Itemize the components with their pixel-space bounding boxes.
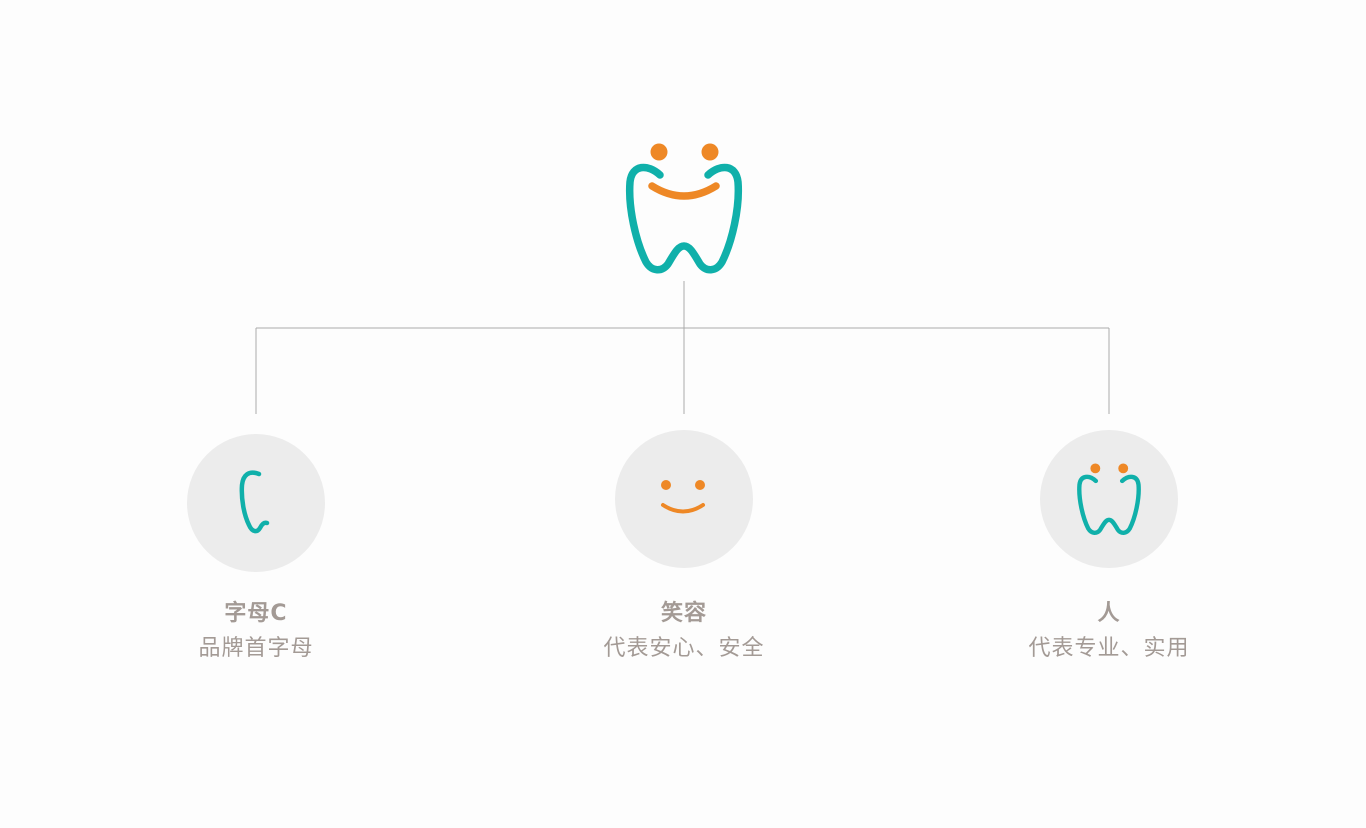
smile-icon [661, 480, 705, 514]
item-title: 字母C [224, 601, 288, 626]
tooth-people-circle [1040, 430, 1178, 568]
item-description: 代表安心、安全 [603, 636, 765, 661]
item-title: 人 [1097, 601, 1121, 626]
letter-c-icon [239, 470, 270, 534]
smile-circle [615, 430, 753, 568]
tooth-smile-logo-icon [625, 143, 743, 274]
item-description: 品牌首字母 [198, 636, 314, 661]
item-description: 代表专业、实用 [1028, 636, 1190, 661]
item-label-people: 人 代表专业、实用 [979, 600, 1239, 664]
letter-c-circle [187, 434, 325, 572]
tooth-people-icon [1077, 463, 1141, 535]
item-label-smile: 笑容 代表安心、安全 [554, 600, 814, 664]
item-title: 笑容 [660, 601, 707, 626]
item-label-letter-c: 字母C 品牌首字母 [126, 600, 386, 664]
main-logo [620, 138, 748, 278]
